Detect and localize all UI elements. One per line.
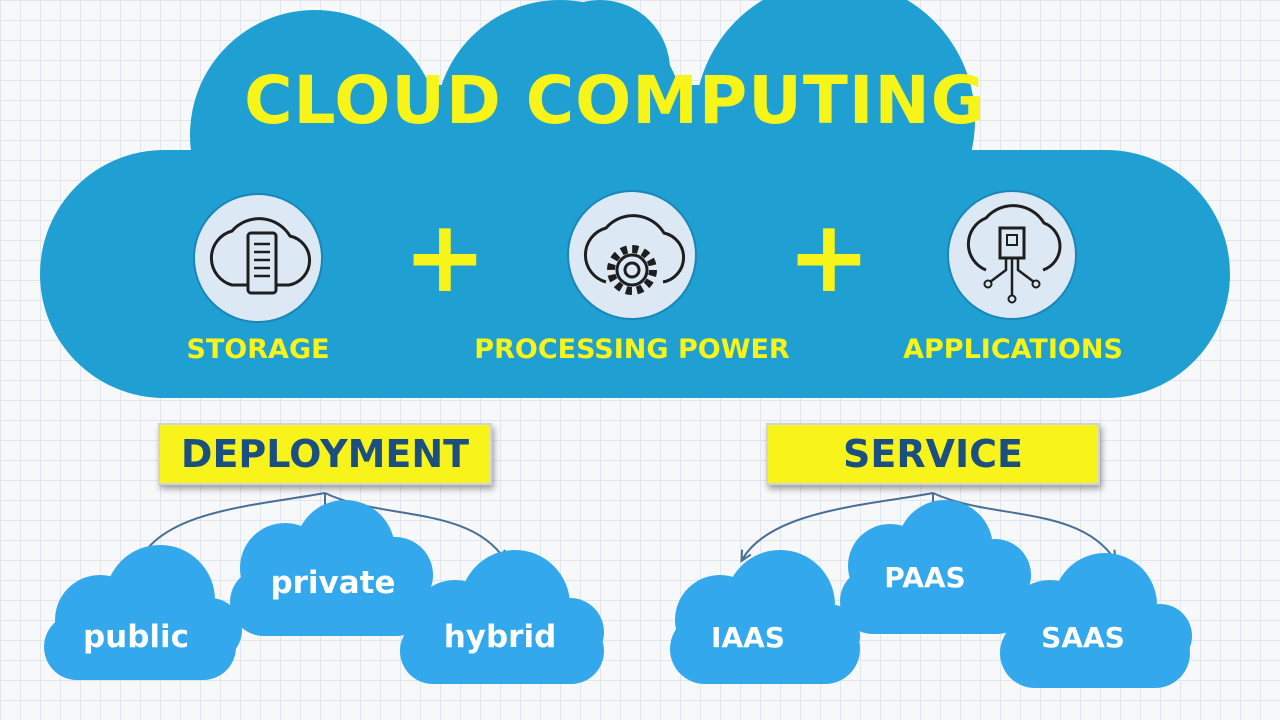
hybrid-cloud [400,550,604,684]
iaas-label: IAAS [711,621,785,654]
processing-power-label: PROCESSING POWER [474,334,790,365]
plus-sign-1: + [403,198,487,315]
hybrid-label: hybrid [443,619,557,655]
storage-label: STORAGE [186,334,330,365]
private-cloud [230,500,433,636]
public-cloud [44,545,242,680]
applications-label: APPLICATIONS [903,334,1123,365]
processing-power-icon [567,190,697,320]
storage-icon [193,193,323,323]
private-label: private [270,565,396,601]
saas-cloud [1000,553,1192,688]
main-cloud [40,0,1230,398]
applications-icon [947,190,1077,320]
paas-label: PAAS [884,561,966,594]
service-box: SERVICE [766,423,1100,485]
plus-sign-2: + [787,198,871,315]
saas-label: SAAS [1041,621,1125,654]
diagram-title: CLOUD COMPUTING [244,62,986,139]
paas-cloud [840,500,1031,634]
deployment-box: DEPLOYMENT [158,423,492,485]
public-label: public [82,619,190,655]
iaas-cloud [670,550,860,684]
